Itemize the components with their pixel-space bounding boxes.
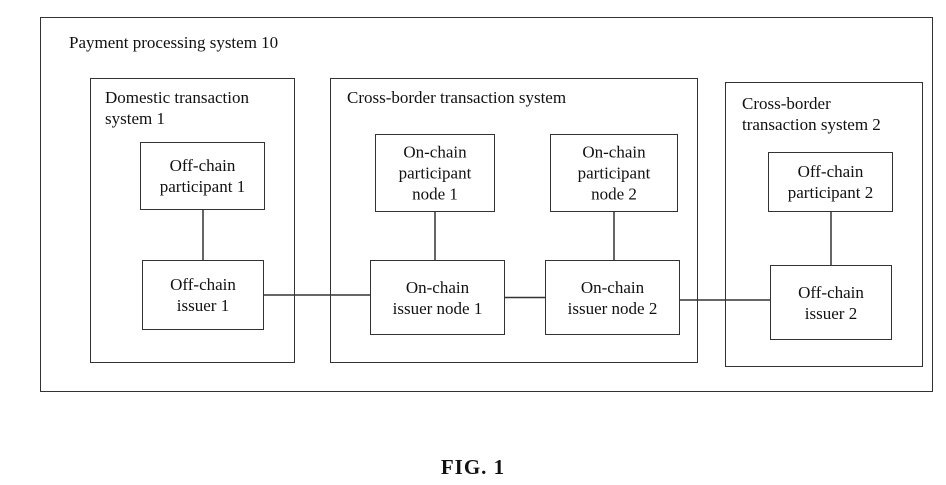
off-chain-issuer-2-node: Off-chain issuer 2 — [770, 265, 892, 340]
on-chain-issuer-node-2-label: On-chain issuer node 2 — [546, 277, 679, 319]
off-chain-issuer-1-node: Off-chain issuer 1 — [142, 260, 264, 330]
domestic-transaction-system-title: Domestic transaction system 1 — [105, 87, 249, 129]
on-chain-participant-node-1-label: On-chain participant node 1 — [376, 142, 494, 205]
off-chain-participant-2-node: Off-chain participant 2 — [768, 152, 893, 212]
on-chain-issuer-node-2: On-chain issuer node 2 — [545, 260, 680, 335]
on-chain-participant-node-2-label: On-chain participant node 2 — [551, 142, 677, 205]
off-chain-participant-1-node: Off-chain participant 1 — [140, 142, 265, 210]
on-chain-issuer-node-1-label: On-chain issuer node 1 — [371, 277, 504, 319]
cross-border-transaction-system-2-title: Cross-border transaction system 2 — [742, 93, 881, 135]
on-chain-issuer-node-1: On-chain issuer node 1 — [370, 260, 505, 335]
figure-caption: FIG. 1 — [0, 455, 946, 480]
off-chain-issuer-1-label: Off-chain issuer 1 — [143, 274, 263, 316]
off-chain-participant-2-label: Off-chain participant 2 — [769, 161, 892, 203]
off-chain-participant-1-label: Off-chain participant 1 — [141, 155, 264, 197]
off-chain-issuer-2-label: Off-chain issuer 2 — [771, 282, 891, 324]
on-chain-participant-node-2: On-chain participant node 2 — [550, 134, 678, 212]
cross-border-transaction-system-title: Cross-border transaction system — [347, 87, 566, 108]
on-chain-participant-node-1: On-chain participant node 1 — [375, 134, 495, 212]
payment-processing-system-title: Payment processing system 10 — [69, 32, 278, 53]
